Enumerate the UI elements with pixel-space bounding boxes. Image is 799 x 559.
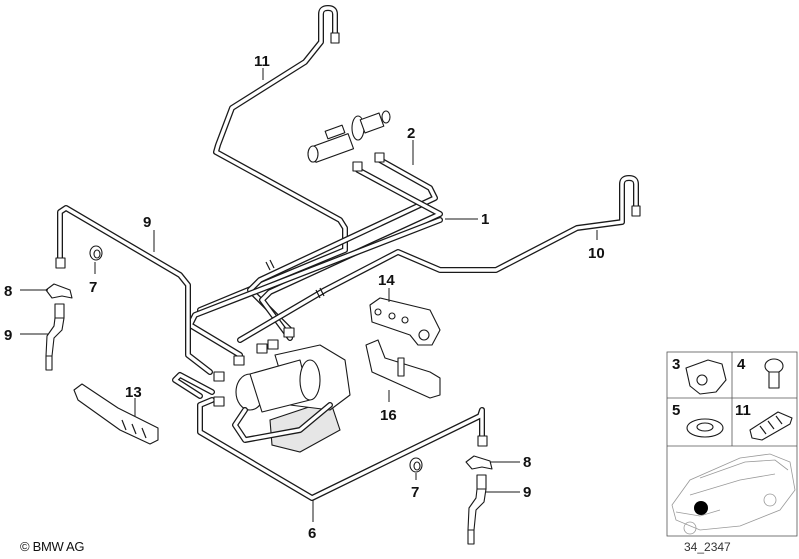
drawing-number: 34_2347	[684, 540, 731, 554]
pipe-14[interactable]	[197, 5, 348, 313]
hydraulic-unit[interactable]	[232, 344, 351, 453]
part-15-pipe-holder[interactable]	[369, 297, 441, 346]
part-8-bracket-right[interactable]	[465, 455, 493, 470]
callout-8-left[interactable]: 8	[4, 283, 12, 300]
locator-car-illustration	[671, 453, 796, 535]
inset-item-5-washer[interactable]: 5	[672, 402, 724, 438]
part-8-bracket-left[interactable]	[45, 283, 73, 299]
pipe-break-markers	[265, 259, 325, 299]
svg-text:5: 5	[672, 402, 680, 419]
callout-6[interactable]: 6	[308, 525, 316, 542]
part-7-grommet-left[interactable]	[89, 245, 103, 261]
callout-7-right[interactable]: 7	[411, 484, 419, 501]
master-cylinder[interactable]	[307, 110, 391, 163]
leader-lines	[20, 68, 598, 522]
part-7-grommet-right[interactable]	[409, 457, 423, 473]
callout-10[interactable]: 9	[143, 214, 151, 231]
inset-item-4-screw[interactable]: 4	[737, 356, 784, 389]
inset-panel: 3 4 5 11	[666, 351, 798, 537]
pipe-10[interactable]	[57, 205, 215, 399]
copyright-label: © BMW AG	[20, 539, 85, 554]
svg-text:4: 4	[737, 356, 746, 373]
inset-item-11-holder[interactable]: 11	[735, 402, 793, 441]
locator-marker	[694, 501, 708, 515]
pipe-6[interactable]	[197, 397, 485, 501]
inset-item-3[interactable]: 3	[672, 356, 727, 395]
callout-9-right[interactable]: 9	[523, 484, 531, 501]
callout-13[interactable]: 10	[588, 245, 605, 262]
callout-8-right[interactable]: 8	[523, 454, 531, 471]
part-16-holder-bracket[interactable]	[365, 339, 441, 399]
part-9-hose-left[interactable]	[45, 303, 65, 371]
svg-text:3: 3	[672, 356, 680, 373]
callout-7-left[interactable]: 7	[89, 279, 97, 296]
callouts: 11 2 1 10 9 7 8 9 14 16 13 6 7 8 9	[4, 53, 605, 542]
pipe-1[interactable]	[187, 217, 443, 358]
callout-16[interactable]: 16	[380, 407, 397, 424]
callout-15[interactable]: 14	[378, 272, 395, 289]
callout-12[interactable]: 13	[125, 384, 142, 401]
pipe-13[interactable]	[237, 175, 639, 343]
callout-2[interactable]: 2	[407, 125, 415, 142]
callout-14[interactable]: 11	[254, 53, 270, 70]
part-9-hose-right[interactable]	[467, 474, 487, 545]
part-12-pipe-holder[interactable]	[73, 383, 159, 445]
callout-1[interactable]: 1	[481, 211, 489, 228]
svg-text:11: 11	[735, 402, 751, 419]
callout-9-left[interactable]: 9	[4, 327, 12, 344]
pipe-fittings	[55, 32, 641, 447]
